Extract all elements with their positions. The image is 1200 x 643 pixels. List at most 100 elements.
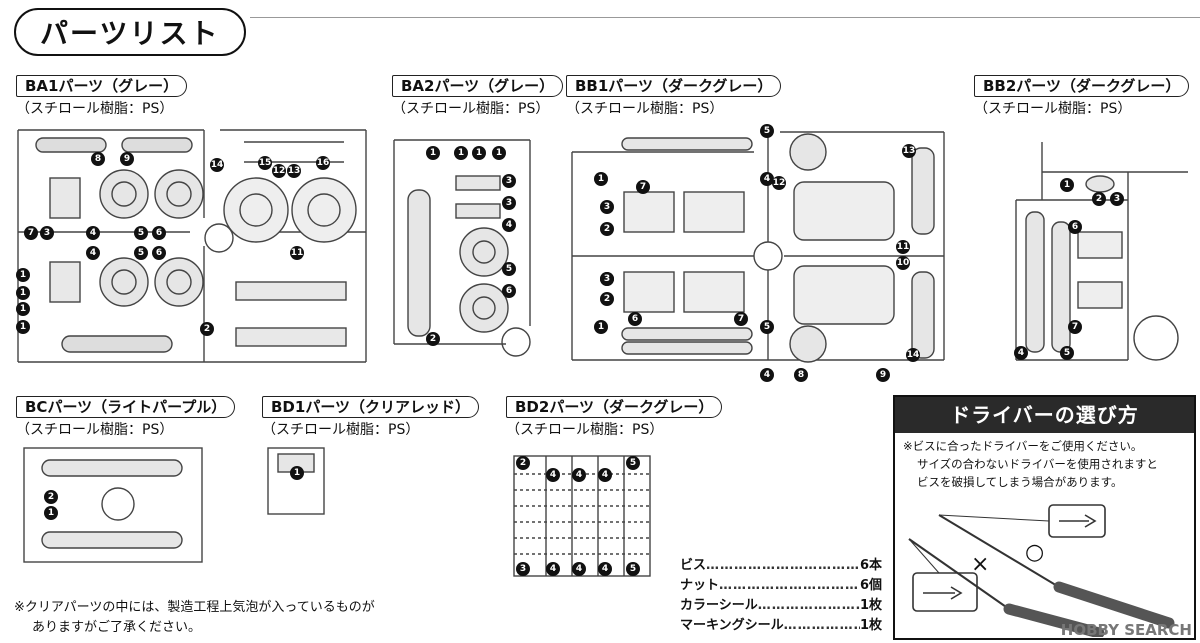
part-number: 7 (636, 180, 650, 194)
part-number: 15 (258, 156, 272, 170)
part-number: 3 (502, 196, 516, 210)
sprue-label-bd2: BD2パーツ（ダークグレー） (506, 396, 723, 418)
accessory-qty: 1枚 (859, 598, 882, 613)
material-bb1: （スチロール樹脂：PS） (566, 101, 724, 117)
part-number: 3 (502, 174, 516, 188)
page-title: パーツリスト (14, 8, 246, 56)
part-number: 5 (760, 320, 774, 334)
accessory-name: マーキングシール (680, 618, 784, 633)
part-number: 7 (24, 226, 38, 240)
material-bb2: （スチロール樹脂：PS） (974, 101, 1132, 117)
part-number: 3 (1110, 192, 1124, 206)
sprue-label-bb1: BB1パーツ（ダークグレー） (566, 75, 782, 97)
accessory-leader: ………………………………………… (719, 578, 860, 593)
accessory-leader: ………………………………………… (706, 558, 860, 573)
sprue-bb1-numbers: 5 1 7 4 12 13 3 2 3 11 10 3 2 1 6 7 5 14… (564, 122, 954, 384)
part-number: 2 (516, 456, 530, 470)
sprue-ba2-drawing (393, 139, 531, 357)
watermark: HOBBY SEARCH (1060, 621, 1192, 639)
accessory-leader: ………………………………………… (783, 618, 860, 633)
driver-guide-heading: ドライバーの選び方 (895, 397, 1194, 433)
sprue-label-ba1: BA1パーツ（グレー） (16, 75, 188, 97)
part-number: 14 (210, 158, 224, 172)
clear-parts-note-line: ※クリアパーツの中には、製造工程上気泡が入っているものが (14, 600, 375, 615)
part-number: 1 (594, 172, 608, 186)
part-number: 12 (772, 176, 786, 190)
sprue-bc-drawing (23, 447, 203, 563)
part-number: 6 (628, 312, 642, 326)
accessory-row: ビス ………………………………………… 6本 (680, 556, 882, 576)
part-number: 11 (896, 240, 910, 254)
part-number: 1 (16, 302, 30, 316)
part-number: 2 (600, 292, 614, 306)
driver-note-line: ビスを破損してしまう場合があります。 (917, 475, 1123, 489)
accessory-row: カラーシール ………………………………………… 1枚 (680, 596, 882, 616)
part-number: 6 (152, 226, 166, 240)
sprue-label-bc: BCパーツ（ライトパープル） (16, 396, 236, 418)
part-number: 16 (316, 156, 330, 170)
material-bd2: （スチロール樹脂：PS） (506, 422, 664, 438)
part-number: 5 (626, 562, 640, 576)
part-number: 3 (40, 226, 54, 240)
material-bd1: （スチロール樹脂：PS） (262, 422, 420, 438)
part-number: 1 (290, 466, 304, 480)
part-number: 4 (546, 562, 560, 576)
part-number: 4 (502, 218, 516, 232)
part-number: 4 (760, 368, 774, 382)
part-number: 5 (134, 246, 148, 260)
sprue-bb1-drawing (571, 131, 945, 363)
driver-note-line: サイズの合わないドライバーを使用されますと (917, 457, 1158, 471)
part-number: 1 (492, 146, 506, 160)
part-number: 5 (134, 226, 148, 240)
driver-note-line: ※ビスに合ったドライバーをご使用ください。 (903, 439, 1143, 453)
clear-parts-note-line: ありますがご了承ください。 (32, 620, 202, 635)
part-number: 6 (502, 284, 516, 298)
part-number: 5 (626, 456, 640, 470)
part-number: 2 (200, 322, 214, 336)
accessory-qty: 6本 (859, 558, 882, 573)
part-number: 13 (287, 164, 301, 178)
part-number: 13 (902, 144, 916, 158)
part-number: 4 (598, 468, 612, 482)
part-number: 10 (896, 256, 910, 270)
accessory-row: マーキングシール ………………………………………… 1枚 (680, 616, 882, 636)
sprue-bc-numbers: 2 1 (18, 444, 208, 566)
part-number: 4 (86, 246, 100, 260)
part-number: 4 (760, 172, 774, 186)
part-number: 6 (1068, 220, 1082, 234)
sprue-bd2-numbers: 2 4 4 4 5 3 4 4 4 5 (508, 450, 656, 580)
part-number: 6 (152, 246, 166, 260)
part-number: 4 (598, 562, 612, 576)
page-title-text: パーツリスト (40, 17, 220, 50)
part-number: 5 (1060, 346, 1074, 360)
accessory-list: ビス ………………………………………… 6本 ナット …………………………………… (680, 556, 882, 636)
part-number: 3 (600, 272, 614, 286)
part-number: 9 (120, 152, 134, 166)
part-number: 1 (16, 320, 30, 334)
part-number: 12 (272, 164, 286, 178)
part-number: 3 (516, 562, 530, 576)
part-number: 4 (86, 226, 100, 240)
sprue-ba1-numbers: 8 9 14 15 12 13 16 7 3 4 5 6 11 4 5 6 1 … (14, 122, 370, 370)
driver-guide-note: ※ビスに合ったドライバーをご使用ください。 サイズの合わないドライバーを使用され… (895, 433, 1194, 491)
part-number: 1 (426, 146, 440, 160)
sprue-label-bb2: BB2パーツ（ダークグレー） (974, 75, 1190, 97)
sprue-ba2-numbers: 1 1 1 1 3 3 4 5 6 2 (390, 130, 540, 366)
part-number: 1 (16, 268, 30, 282)
part-number: 7 (1068, 320, 1082, 334)
part-number: 8 (794, 368, 808, 382)
part-number: 4 (546, 468, 560, 482)
ok-mark: ○ (1025, 540, 1044, 565)
part-number: 4 (572, 562, 586, 576)
part-number: 1 (454, 146, 468, 160)
accessory-name: ナット (680, 578, 720, 593)
sprue-ba1-drawing (17, 129, 367, 363)
part-number: 1 (44, 506, 58, 520)
material-ba2: （スチロール樹脂：PS） (392, 101, 550, 117)
part-number: 14 (906, 348, 920, 362)
accessory-name: カラーシール (680, 598, 758, 613)
part-number: 1 (16, 286, 30, 300)
accessory-row: ナット ………………………………………… 6個 (680, 576, 882, 596)
accessory-qty: 6個 (859, 578, 882, 593)
part-number: 5 (760, 124, 774, 138)
